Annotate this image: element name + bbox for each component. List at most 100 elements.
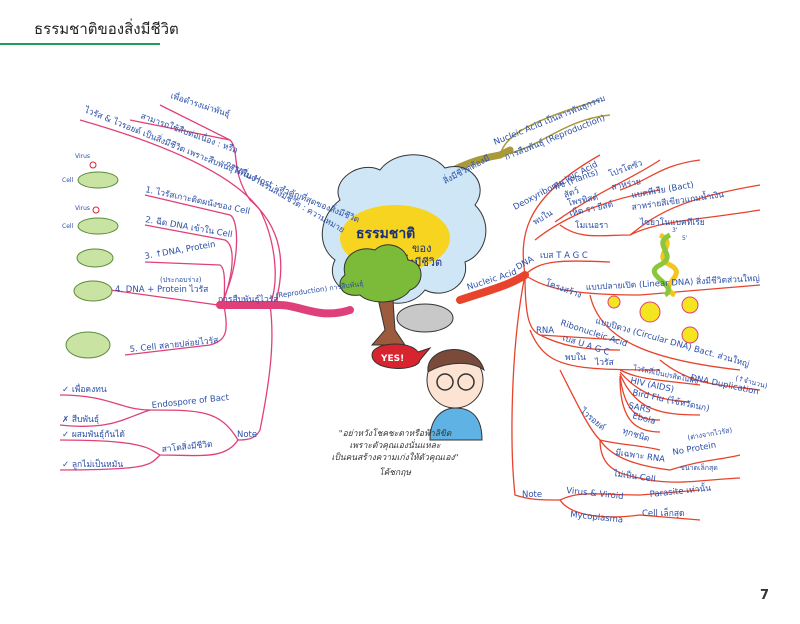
circular-dna-icon-2 — [639, 301, 661, 323]
reproduction-trunk — [216, 301, 354, 318]
boy-hair — [427, 349, 485, 373]
boy-glasses-left — [436, 373, 454, 391]
dna-helix-icon-2 — [651, 232, 672, 298]
speech-bubble — [371, 343, 432, 369]
dna-bases: เบส T A G C — [540, 251, 588, 261]
dna-circular — [589, 294, 741, 371]
circular-dna-icon-1 — [607, 295, 621, 309]
rna-found-in: พบใน — [565, 352, 586, 363]
svg-text:Virus: Virus — [75, 205, 90, 212]
nucleic-trunk — [456, 271, 529, 304]
virus-1 — [89, 161, 97, 169]
header-underline — [0, 43, 160, 45]
repro-step-3: 3. ↑DNA, Protein — [144, 240, 217, 262]
species-label: สาโตสิ่งมีชีวิต — [161, 438, 213, 455]
quote-line-3: เป็นคนสร้างความเก่งให้ตัวคุณเอง" — [331, 453, 459, 463]
dna-plants — [554, 159, 661, 223]
note-parasite: Parasite เท่านั้น — [649, 482, 712, 500]
dna-dup — [659, 359, 761, 391]
no-protein: No Protein — [672, 440, 717, 457]
dna-bases — [524, 260, 611, 276]
no-protein-note: (ต่างจากไวรัส) — [687, 425, 733, 442]
quote-line-1: "อย่าหวังโชคชะตาหรือฟ้าลิขิต — [338, 429, 452, 439]
rna-virus-sars: SARS — [627, 401, 651, 415]
tree-canopy — [339, 244, 422, 303]
page-number: 7 — [760, 588, 770, 603]
top-branch-sub1 — [499, 99, 601, 156]
center-title-line1: ธรรมชาติ — [356, 226, 415, 242]
dna-plants-child — [619, 159, 701, 191]
virus-2 — [92, 206, 100, 214]
viroid-all: ทุกชนิด — [621, 426, 651, 444]
note-endospore-2 — [59, 409, 151, 427]
quote-block: "อย่าหวังโชคชะตาหรือฟ้าลิขิต เพราะตัวคุณ… — [300, 428, 490, 479]
helix-3prime: 3' — [672, 227, 678, 234]
boy-body — [429, 407, 483, 441]
virus-repro-label: การสืบพันธุ์ไวรัส — [218, 294, 279, 305]
top-branch-sub2 — [499, 114, 611, 156]
endospore-item-1: ✓ เพื่อคงทน — [62, 383, 107, 395]
repro-line-step3 — [144, 261, 226, 306]
dna-label: DNA — [515, 254, 536, 272]
repro-line-down — [237, 304, 273, 441]
cell-3 — [76, 248, 114, 268]
note-line — [511, 274, 701, 501]
repro-step-1: 1. ไวรัสเกาะติดผนังของ Cell — [144, 184, 251, 217]
helix-5prime: 5' — [682, 235, 688, 242]
repro-line-step5 — [124, 304, 227, 356]
note-species-2 — [59, 454, 161, 471]
note-label-left: Note — [237, 430, 257, 440]
rock — [396, 303, 454, 333]
center-title-line2: ของ — [412, 242, 432, 255]
repro-line-step2 — [144, 224, 233, 306]
cell-1 — [77, 171, 119, 189]
svg-text:Cell: Cell — [62, 223, 74, 230]
speech-bubble-text: YES! — [380, 354, 404, 364]
cell-4 — [73, 280, 113, 302]
boy-glasses-right — [457, 373, 475, 391]
cell-2 — [77, 217, 119, 235]
rna-label: RNA — [536, 326, 554, 336]
svg-text:Cell: Cell — [62, 177, 74, 184]
dna-structure-label: โครงสร้าง — [544, 277, 583, 300]
repro-line-meaning-2 — [129, 119, 231, 141]
circular-dna-icon-3 — [681, 296, 699, 314]
dna-cyano: ไซยาโนแบคทีเรีย — [639, 217, 705, 228]
repro-step-4: 4. DNA + Protein ไวรัส — [115, 284, 209, 295]
rna-bases — [539, 334, 621, 351]
endospore-item-2: ✗ สืบพันธุ์ — [62, 414, 99, 425]
virus-illustrations: Virus Cell Virus Cell — [62, 153, 119, 359]
note-virus-viroid: Virus & Viroid — [566, 486, 624, 502]
repro-line-meaning — [159, 104, 282, 306]
rna-line — [524, 274, 621, 341]
note-myco — [559, 499, 701, 521]
repro-step-4-note: (ประกอบร่าง) — [160, 276, 202, 284]
species-item-2: ✓ ลูกไม่เป็นหมัน — [62, 458, 123, 470]
cell-5 — [65, 331, 111, 359]
dna-found-monera: โมเนอรา — [575, 220, 608, 231]
page-header-title: ธรรมชาติของสิ่งมีชีวิต — [34, 20, 179, 38]
note-cell-smallest: Cell เล็กสุด — [642, 507, 685, 519]
repro-meaning-1: เพื่อดำรงเผ่าพันธุ์ — [169, 89, 232, 120]
rna-virus: ไวรัส — [594, 357, 615, 368]
repro-line-step4 — [109, 289, 219, 306]
repro-step-5: 5. Cell สลายปล่อยไวรัส — [129, 335, 220, 355]
repro-step-2: 2. ฉีด DNA เข้าใน Cell — [144, 214, 233, 240]
viroid-label: ไวรอยด์ — [577, 405, 607, 433]
rna-found — [529, 329, 661, 371]
dna-found-in — [534, 189, 661, 241]
note-label-right: Note — [522, 490, 542, 500]
dna-monera — [559, 184, 761, 237]
dna-structure — [524, 274, 761, 296]
rna-virus-lines — [619, 369, 701, 433]
svg-text:Virus: Virus — [75, 153, 90, 160]
dna-found-animals: สัตว์ — [562, 185, 581, 201]
species-item-1: ✓ ผสมพันธุ์กันได้ — [62, 429, 125, 440]
dna-monera-2 — [629, 209, 761, 236]
circular-dna-icon-4 — [681, 326, 699, 344]
quote-line-2: เพราะตัวคุณเองนั่นแหละ — [349, 441, 441, 451]
viroid-not-cell: ไม่เป็น Cell — [612, 467, 657, 485]
dna-linear: แบบปลายเปิด (Linear DNA) สิ่งมีชีวิตส่วน… — [586, 272, 760, 293]
smallest: ขนาดเล็กสุด — [680, 463, 718, 472]
